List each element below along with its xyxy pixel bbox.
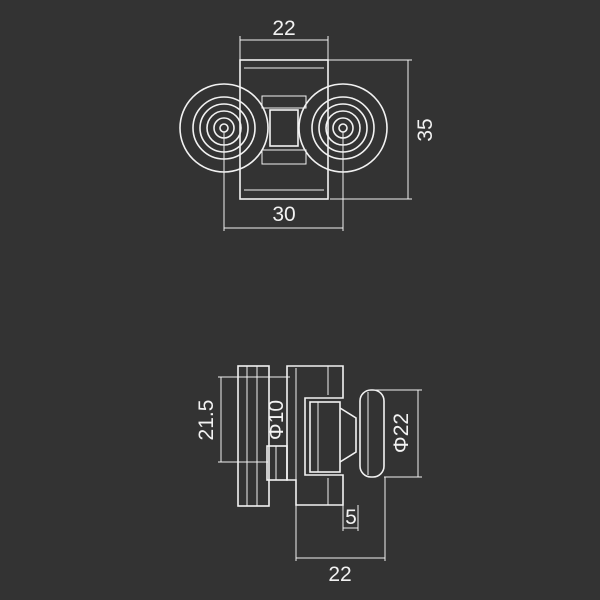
lower-bracket (261, 149, 307, 165)
dim-label: 30 (272, 203, 295, 226)
dimension-offset: 5 (342, 505, 359, 531)
center-block (269, 109, 299, 147)
dimension-wheel-spacing: 30 (223, 132, 344, 231)
hub (309, 401, 341, 473)
top-view: 22 35 30 (179, 17, 437, 231)
dimension-height: 35 (328, 59, 437, 200)
mounting-plate (237, 365, 270, 507)
dimension-plate-height: 21.5 (195, 376, 290, 463)
dim-label: Φ22 (390, 413, 413, 453)
dim-label: 22 (272, 17, 295, 40)
body-outline (239, 59, 329, 200)
body-profile (286, 365, 344, 506)
dim-label: 21.5 (195, 400, 218, 441)
upper-bracket (261, 95, 307, 109)
dimension-body-width: 22 (239, 17, 329, 60)
dim-label: 35 (414, 118, 437, 141)
dimension-wheel-diameter: Φ22 (372, 389, 422, 478)
dim-label: 5 (345, 506, 357, 529)
dim-axle-diameter: Φ10 (265, 400, 288, 440)
dim-label: 22 (328, 563, 351, 586)
axle-cone (339, 407, 357, 463)
side-view: 21.5 Φ10 Φ22 5 22 (195, 365, 422, 586)
dimension-depth: 22 (295, 477, 386, 586)
